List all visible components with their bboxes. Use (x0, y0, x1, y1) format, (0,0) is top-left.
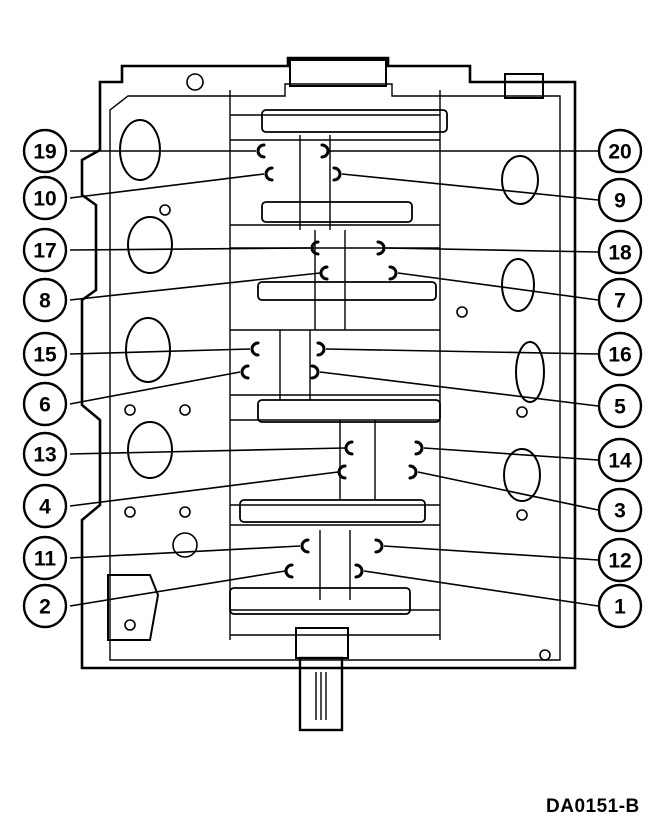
svg-text:7: 7 (614, 290, 626, 313)
svg-text:17: 17 (33, 240, 56, 263)
svg-text:14: 14 (608, 450, 632, 473)
callout-5: 5 (597, 383, 643, 429)
callout-1: 1 (597, 583, 643, 629)
callout-18: 18 (597, 229, 643, 275)
svg-text:13: 13 (33, 444, 56, 467)
valve-body-casting (80, 56, 577, 732)
callout-14: 14 (597, 437, 643, 483)
callout-16: 16 (597, 331, 643, 377)
svg-text:15: 15 (33, 344, 57, 367)
svg-text:8: 8 (39, 290, 51, 313)
callout-8: 8 (22, 277, 68, 323)
leader-lines (69, 150, 599, 607)
svg-text:5: 5 (614, 396, 626, 419)
figure-id-label: DA0151-B (546, 796, 640, 817)
svg-text:16: 16 (608, 344, 631, 367)
callout-15: 15 (22, 331, 68, 377)
svg-text:20: 20 (608, 141, 631, 164)
retaining-clips (240, 143, 424, 579)
svg-text:4: 4 (39, 496, 51, 519)
callout-12: 12 (597, 537, 643, 583)
callout-13: 13 (22, 431, 68, 477)
svg-text:11: 11 (34, 548, 57, 571)
svg-text:18: 18 (608, 242, 632, 265)
callout-11: 11 (22, 535, 68, 581)
callout-3: 3 (597, 487, 643, 533)
svg-text:10: 10 (33, 188, 56, 211)
callout-20: 20 (597, 128, 643, 174)
callout-9: 9 (597, 177, 643, 223)
callout-4: 4 (22, 483, 68, 529)
svg-text:12: 12 (608, 550, 631, 573)
callout-10: 10 (22, 175, 68, 221)
svg-text:2: 2 (39, 596, 51, 619)
svg-text:9: 9 (614, 190, 626, 213)
svg-text:6: 6 (39, 394, 51, 417)
callout-2: 2 (22, 583, 68, 629)
callout-7: 7 (597, 277, 643, 323)
svg-text:19: 19 (33, 141, 56, 164)
callout-19: 19 (22, 128, 68, 174)
svg-text:3: 3 (614, 500, 626, 523)
svg-text:1: 1 (614, 596, 626, 619)
callout-17: 17 (22, 227, 68, 273)
callout-6: 6 (22, 381, 68, 427)
